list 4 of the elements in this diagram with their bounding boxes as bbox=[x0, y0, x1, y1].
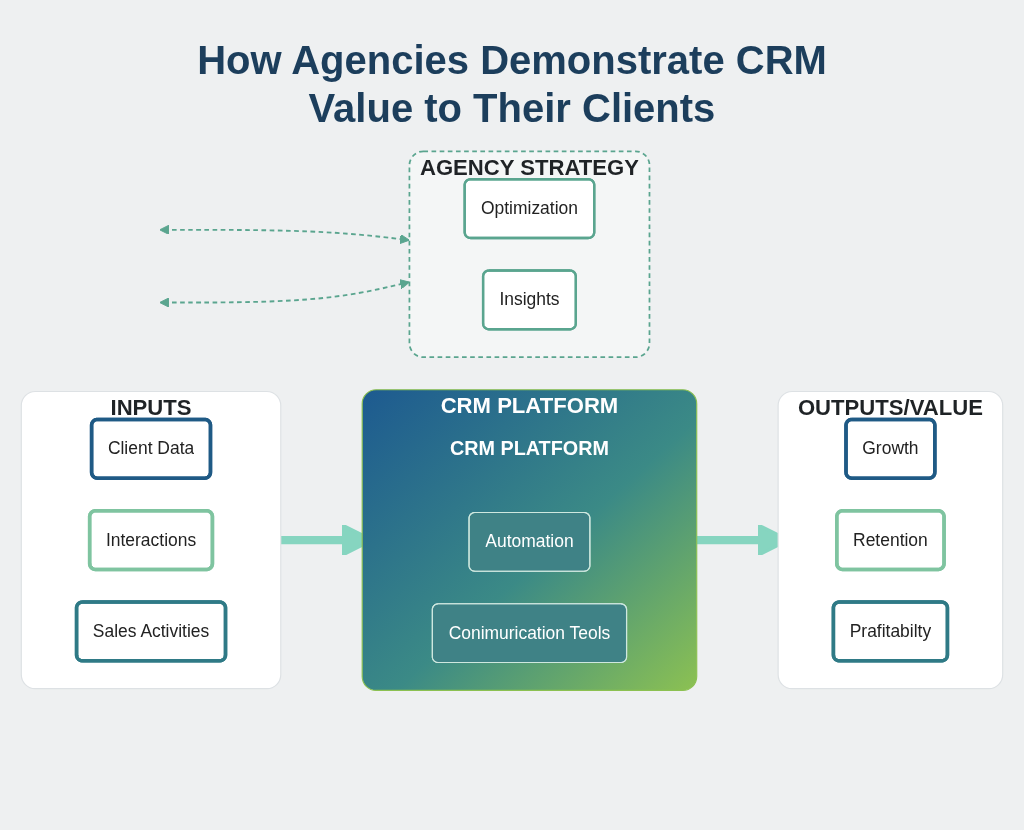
diagram-title: How Agencies Demonstrate CRM Value to Their Clients bbox=[196, 37, 828, 132]
arrow bbox=[159, 224, 410, 245]
arrow bbox=[159, 279, 410, 308]
node-text: CRM PLATFORM bbox=[450, 437, 609, 460]
